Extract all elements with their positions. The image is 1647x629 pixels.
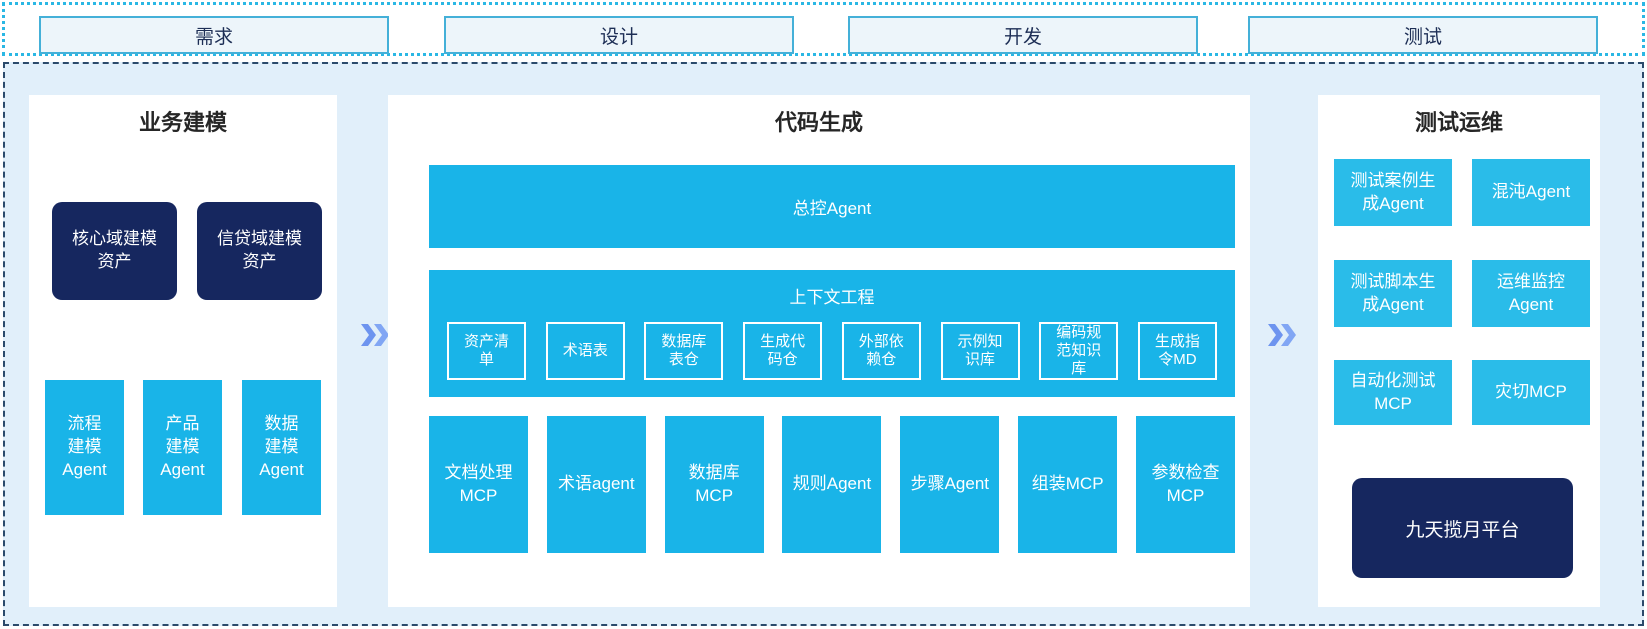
ctx-item-asset-list: 资产清 单	[447, 322, 526, 380]
tool-document-processing-mcp: 文档处理 MCP	[429, 416, 528, 553]
process-modeling-agent-box: 流程 建模 Agent	[45, 380, 124, 515]
jiutian-lanyue-platform-box: 九天揽月平台	[1352, 478, 1573, 578]
ops-monitoring-agent-box: 运维监控 Agent	[1472, 260, 1590, 327]
panel-code-generation: 代码生成 总控Agent 上下文工程 资产清 单 术语表 数据库 表仓 生成代 …	[388, 95, 1250, 607]
core-domain-modeling-assets-box: 核心域建模 资产	[52, 202, 177, 300]
stage-label: 开发	[1003, 26, 1042, 48]
stage-design: 设计	[444, 16, 794, 54]
ctx-item-external-dependency-repo: 外部依 赖仓	[841, 322, 921, 380]
stage-label: 设计	[599, 26, 638, 48]
tool-rules-agent: 规则Agent	[782, 416, 882, 553]
tool-database-mcp: 数据库 MCP	[664, 416, 764, 553]
double-chevron-right-icon	[1268, 324, 1296, 346]
chaos-agent-box: 混沌Agent	[1472, 159, 1590, 226]
platform-architecture-container: 业务建模 核心域建模 资产 信贷域建模 资产 流程 建模 Agent 产品 建模…	[3, 62, 1644, 626]
stage-label: 需求	[194, 26, 233, 48]
stage-requirements: 需求	[39, 16, 389, 54]
context-engineering-title: 上下文工程	[789, 288, 875, 307]
test-script-generation-agent-box: 测试脚本生 成Agent	[1334, 260, 1452, 327]
product-modeling-agent-box: 产品 建模 Agent	[143, 380, 222, 515]
context-engineering-group: 上下文工程 资产清 单 术语表 数据库 表仓 生成代 码仓 外部依 赖仓 示例知…	[429, 270, 1235, 397]
ctx-item-generation-instructions-md: 生成指 令MD	[1137, 322, 1217, 380]
context-engineering-items-row: 资产清 单 术语表 数据库 表仓 生成代 码仓 外部依 赖仓 示例知 识库 编码…	[447, 322, 1217, 380]
tool-terminology-agent: 术语agent	[546, 416, 646, 553]
ctx-item-coding-standards-knowledge-base: 编码规 范知识 库	[1039, 322, 1119, 380]
disaster-switch-mcp-box: 灾切MCP	[1472, 360, 1590, 425]
tool-steps-agent: 步骤Agent	[900, 416, 1000, 553]
ctx-item-database-table-repo: 数据库 表仓	[644, 322, 724, 380]
credit-domain-modeling-assets-box: 信贷域建模 资产	[197, 202, 322, 300]
tool-parameter-check-mcp: 参数检查 MCP	[1135, 416, 1235, 553]
flow-arrow-business-to-codegen	[361, 324, 391, 346]
panel-test-operations: 测试运维 测试案例生 成Agent 混沌Agent 测试脚本生 成Agent 运…	[1318, 95, 1600, 607]
codegen-tools-row: 文档处理 MCP 术语agent 数据库 MCP 规则Agent 步骤Agent…	[429, 416, 1235, 553]
tool-assembly-mcp: 组装MCP	[1018, 416, 1118, 553]
panel-title-business-modeling: 业务建模	[138, 110, 227, 135]
stage-label: 测试	[1403, 26, 1442, 48]
ctx-item-example-knowledge-base: 示例知 识库	[940, 322, 1020, 380]
ctx-item-glossary: 术语表	[545, 322, 625, 380]
panel-title-test-operations: 测试运维	[1414, 110, 1503, 135]
pipeline-stage-band: 需求 设计 开发 测试	[2, 2, 1645, 56]
panel-business-modeling: 业务建模 核心域建模 资产 信贷域建模 资产 流程 建模 Agent 产品 建模…	[29, 95, 337, 607]
master-control-agent-bar: 总控Agent	[429, 165, 1235, 248]
ctx-item-generated-code-repo: 生成代 码仓	[743, 322, 823, 380]
stage-testing: 测试	[1248, 16, 1598, 54]
stage-development: 开发	[848, 16, 1198, 54]
panel-title-code-generation: 代码生成	[774, 110, 863, 135]
automated-test-mcp-box: 自动化测试 MCP	[1334, 360, 1452, 425]
double-chevron-right-icon	[361, 324, 389, 346]
flow-arrow-codegen-to-testops	[1268, 324, 1298, 346]
test-case-generation-agent-box: 测试案例生 成Agent	[1334, 159, 1452, 226]
data-modeling-agent-box: 数据 建模 Agent	[242, 380, 321, 515]
